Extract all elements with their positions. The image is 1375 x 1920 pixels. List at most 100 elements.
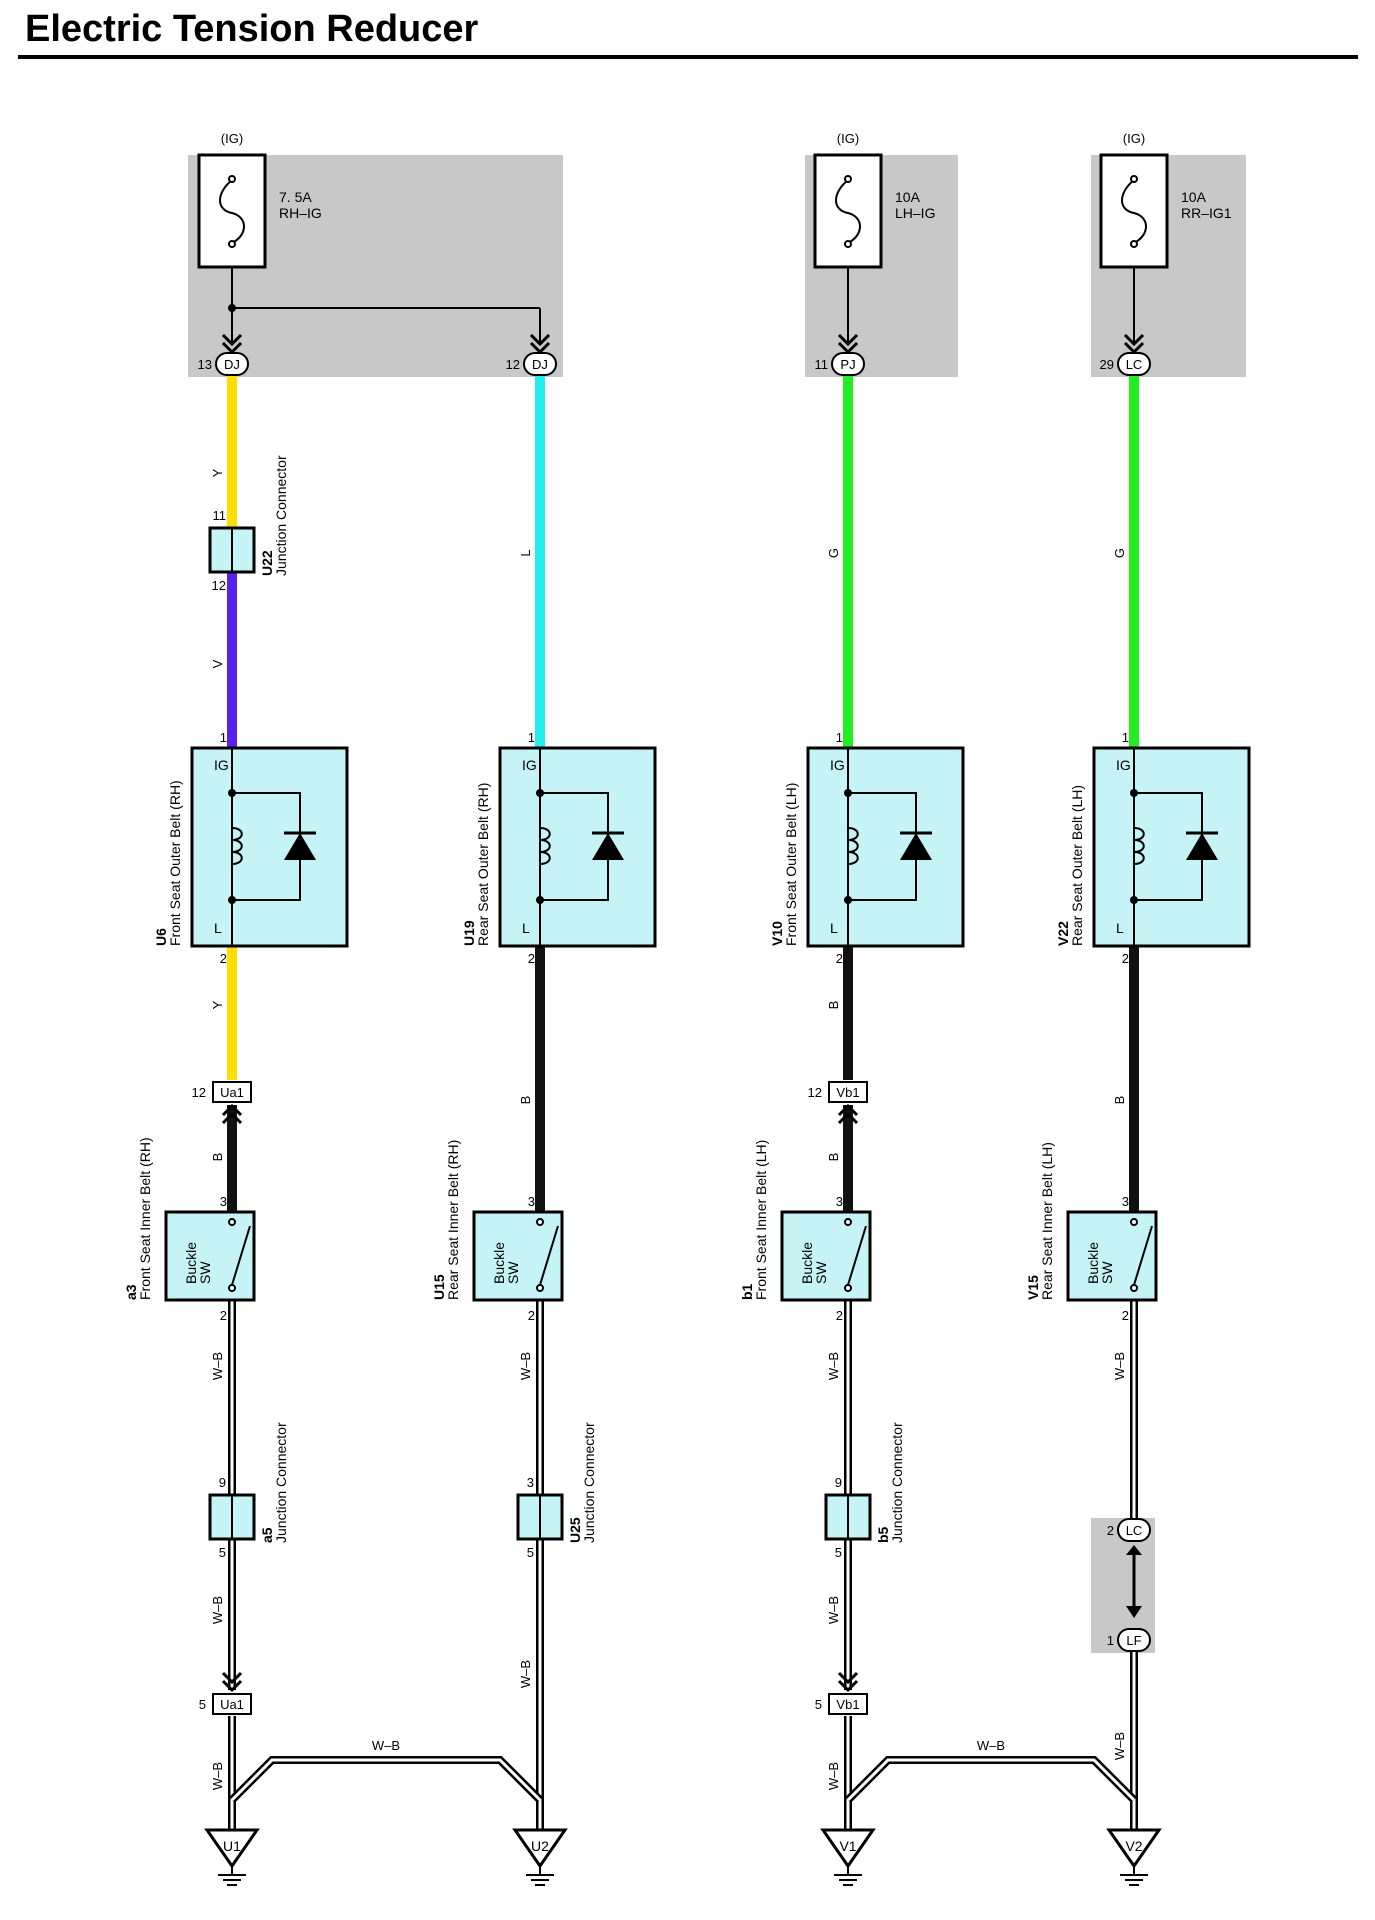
retractor-u19-pin-ig: 1 bbox=[528, 730, 535, 745]
buckle-a3-pin-bottom: 2 bbox=[220, 1308, 227, 1323]
retractor-v10-pin-ig: 1 bbox=[836, 730, 843, 745]
buckle-b1-body bbox=[780, 1210, 872, 1302]
junction-a5-name: Junction Connector bbox=[273, 1422, 289, 1543]
retractor-u19-l-label: L bbox=[522, 920, 530, 936]
retractor-v22-node-bottom bbox=[1130, 896, 1138, 904]
junction-u22-pin-in: 11 bbox=[213, 508, 227, 523]
retractor-v10-code: V10 bbox=[769, 921, 785, 946]
wire-front-lh-f-color-label: W–B bbox=[826, 1596, 841, 1624]
fuse-rr-ig1-ig-tag: (IG) bbox=[1123, 131, 1145, 146]
wire-rear-rh-d-color-label: B bbox=[518, 1096, 533, 1105]
junction-b5-name: Junction Connector bbox=[889, 1422, 905, 1543]
wire-front-lh-c-color-label: B bbox=[826, 1001, 841, 1010]
connector-lf-1-pin: 1 bbox=[1107, 1633, 1114, 1648]
buckle-b1-label-1: Buckle bbox=[799, 1242, 815, 1284]
ground-link-lh-core bbox=[846, 1758, 1136, 1802]
buckle-u15-body bbox=[472, 1210, 564, 1302]
connector-ua1-12-pin: 12 bbox=[192, 1085, 206, 1100]
connector-ua1-12-arrow-2 bbox=[221, 1103, 243, 1117]
connector-vb1-5-code: Vb1 bbox=[836, 1697, 859, 1712]
retractor-u6-pin-ig: 1 bbox=[220, 730, 227, 745]
fuse-rh-ig-ig-tag: (IG) bbox=[221, 131, 243, 146]
connector-lf-1-arrow bbox=[1126, 1606, 1142, 1618]
retractor-u19-coil bbox=[539, 827, 551, 865]
ground-v2-code: V2 bbox=[1125, 1838, 1142, 1854]
buckle-a3-pin-top: 3 bbox=[220, 1194, 227, 1209]
connector-lc-2-body bbox=[1117, 1518, 1151, 1542]
buckle-a3-label-1: Buckle bbox=[183, 1242, 199, 1284]
buckle-a3-name: Front Seat Inner Belt (RH) bbox=[137, 1137, 153, 1300]
wire-rear-rh-f-color-label: W–B bbox=[518, 1660, 533, 1688]
buckle-b1-pin-top: 3 bbox=[836, 1194, 843, 1209]
ground-u2-code: U2 bbox=[531, 1838, 549, 1854]
wire-front-rh-c-color-label: Y bbox=[210, 1000, 225, 1009]
retractor-v22-pin-l: 2 bbox=[1122, 951, 1129, 966]
connector-pj-11-pin: 11 bbox=[815, 357, 829, 372]
connector-vb1-12-body bbox=[828, 1081, 868, 1103]
fuse-rh-ig-symbol bbox=[219, 179, 245, 244]
buckle-a3-body bbox=[164, 1210, 256, 1302]
junction-b5-pin-in: 9 bbox=[835, 1475, 842, 1490]
fuse-rh-ig-terminal-bottom bbox=[228, 240, 236, 248]
ground-link-rh-core bbox=[230, 1758, 542, 1802]
ground-v2-triangle bbox=[1106, 1828, 1162, 1869]
buckle-b1-pin-bottom: 2 bbox=[836, 1308, 843, 1323]
ground-u1-triangle bbox=[204, 1828, 260, 1869]
fuse-rh-ig-rating: 7. 5A bbox=[279, 189, 312, 205]
wire-rear-rh-a-color-label: L bbox=[518, 549, 533, 556]
fuse-lh-ig-body bbox=[813, 153, 883, 269]
wire-rear-lh-e-color-label: W–B bbox=[1112, 1352, 1127, 1380]
junction-a5-code: a5 bbox=[259, 1527, 275, 1543]
connector-vb1-5-pin: 5 bbox=[815, 1697, 822, 1712]
wire-front-rh-a-color-label: Y bbox=[210, 468, 225, 477]
title-rule bbox=[18, 55, 1358, 59]
connector-dj-12-body bbox=[523, 352, 557, 376]
wire-rear-rh-e-color-label: W–B bbox=[518, 1352, 533, 1380]
buckle-b1-contact-bottom bbox=[844, 1284, 852, 1292]
fuse-rh-ig-body bbox=[197, 153, 267, 269]
ground-link-rh bbox=[229, 1756, 543, 1803]
fuse-rr-ig1-rating: 10A bbox=[1181, 189, 1207, 205]
ground-v1-code: V1 bbox=[839, 1838, 856, 1854]
wire-front-lh-e-color-label: W–B bbox=[826, 1352, 841, 1380]
retractor-u6-body bbox=[190, 746, 349, 948]
fuse-rr-ig1-terminal-bottom bbox=[1130, 240, 1138, 248]
fuse-rh-ig-name: RH–IG bbox=[279, 205, 322, 221]
buckle-a3-contact-top bbox=[228, 1218, 236, 1226]
retractor-v22-pin-ig: 1 bbox=[1122, 730, 1129, 745]
connector-dj-13-code: DJ bbox=[224, 357, 240, 372]
retractor-u19-ig-label: IG bbox=[522, 757, 537, 773]
junction-u22-code: U22 bbox=[259, 550, 275, 576]
retractor-v10-body bbox=[806, 746, 965, 948]
retractor-u19-name: Rear Seat Outer Belt (RH) bbox=[475, 783, 491, 946]
buckle-u15-pin-top: 3 bbox=[528, 1194, 535, 1209]
ground-u1-code: U1 bbox=[223, 1838, 241, 1854]
ground-link-lh-label: W–B bbox=[977, 1738, 1005, 1753]
ground-link-rh-label: W–B bbox=[372, 1738, 400, 1753]
wire-front-lh-g-color-label: W–B bbox=[826, 1762, 841, 1790]
junction-b5-code: b5 bbox=[875, 1526, 891, 1543]
connector-vb1-5-body bbox=[828, 1693, 868, 1715]
buckle-v15-pin-bottom: 2 bbox=[1122, 1308, 1129, 1323]
buckle-u15-pin-bottom: 2 bbox=[528, 1308, 535, 1323]
fuse-lh-ig-terminal-top bbox=[844, 175, 852, 183]
retractor-u6-ig-label: IG bbox=[214, 757, 229, 773]
ground-link-lh bbox=[845, 1756, 1137, 1803]
retractor-v10-l-label: L bbox=[830, 920, 838, 936]
connector-lc-29-code: LC bbox=[1126, 357, 1143, 372]
fuse-lh-ig-symbol bbox=[835, 179, 861, 244]
retractor-v22-diode bbox=[1186, 833, 1218, 860]
fuse-rr-ig1-symbol bbox=[1121, 179, 1147, 244]
retractor-v22-body bbox=[1092, 746, 1251, 948]
connector-ua1-12-body bbox=[212, 1081, 252, 1103]
buckle-a3-switch-blade bbox=[231, 1225, 251, 1286]
connector-pj-11-arrow bbox=[837, 333, 859, 347]
junction-u22-name: Junction Connector bbox=[273, 455, 289, 576]
connector-lc-2-pin: 2 bbox=[1107, 1523, 1114, 1538]
junction-a5-pin-out: 5 bbox=[219, 1545, 226, 1560]
retractor-u6-pin-l: 2 bbox=[220, 951, 227, 966]
fuse-lh-ig-rating: 10A bbox=[895, 189, 921, 205]
retractor-u6-diode bbox=[284, 833, 316, 860]
buckle-u15-contact-bottom bbox=[536, 1284, 544, 1292]
